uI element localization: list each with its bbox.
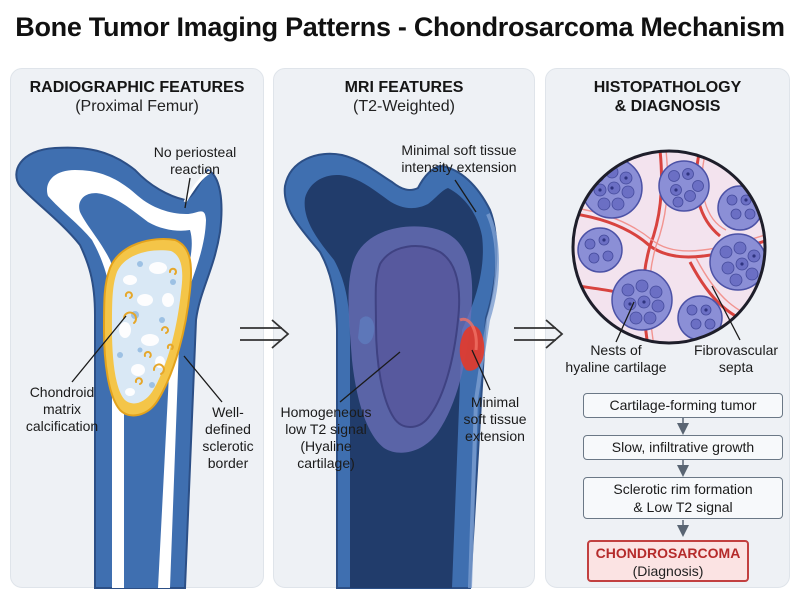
- arrow-radiograph-to-mri-icon: [240, 319, 290, 349]
- label-nests-hyaline-cartilage: Nests of hyaline cartilage: [565, 342, 667, 375]
- mri-subheading: (T2-Weighted): [353, 98, 455, 115]
- radiograph-leader-lines: [71, 177, 223, 403]
- label-sclerotic-border: Well- defined sclerotic border: [202, 404, 254, 471]
- label-soft-tissue-intensity: Minimal soft tissue intensity extension: [401, 142, 517, 175]
- mri-leader-lines: [339, 179, 491, 403]
- diagnosis-name: CHONDROSARCOMA: [595, 545, 741, 561]
- label-chondroid-matrix: Chondroid matrix calcification: [25, 384, 99, 434]
- label-low-t2-signal: Homogeneous low T2 signal (Hyaline carti…: [280, 404, 372, 471]
- diagnosis-heading: & DIAGNOSIS: [614, 98, 721, 115]
- flow-step-sclerotic-rim: Sclerotic rim formation & Low T2 signal: [583, 477, 783, 519]
- radiographic-heading: RADIOGRAPHIC FEATURES: [29, 79, 245, 96]
- diagnosis-box: CHONDROSARCOMA (Diagnosis): [587, 540, 749, 582]
- histopathology-heading: HISTOPATHOLOGY: [593, 79, 742, 96]
- flow-step-infiltrative-growth: Slow, infiltrative growth: [583, 435, 783, 460]
- label-soft-tissue-extension: Minimal soft tissue extension: [463, 394, 527, 444]
- histology-leader-lines: [615, 285, 741, 343]
- chondroid-lesion: [102, 238, 193, 417]
- radiographic-subheading: (Proximal Femur): [75, 98, 199, 115]
- mri-heading: MRI FEATURES: [344, 79, 464, 96]
- label-no-periosteal-reaction: No periosteal reaction: [153, 144, 237, 177]
- mri-lesion: [348, 226, 485, 453]
- flow-step-cartilage-forming: Cartilage-forming tumor: [583, 393, 783, 418]
- diagnosis-sub: (Diagnosis): [632, 563, 704, 579]
- label-fibrovascular-septa: Fibrovascular septa: [693, 342, 779, 375]
- histology-micrograph: [571, 149, 767, 345]
- page-title: Bone Tumor Imaging Patterns - Chondrosar…: [15, 12, 785, 42]
- arrow-mri-to-histology-icon: [514, 319, 564, 349]
